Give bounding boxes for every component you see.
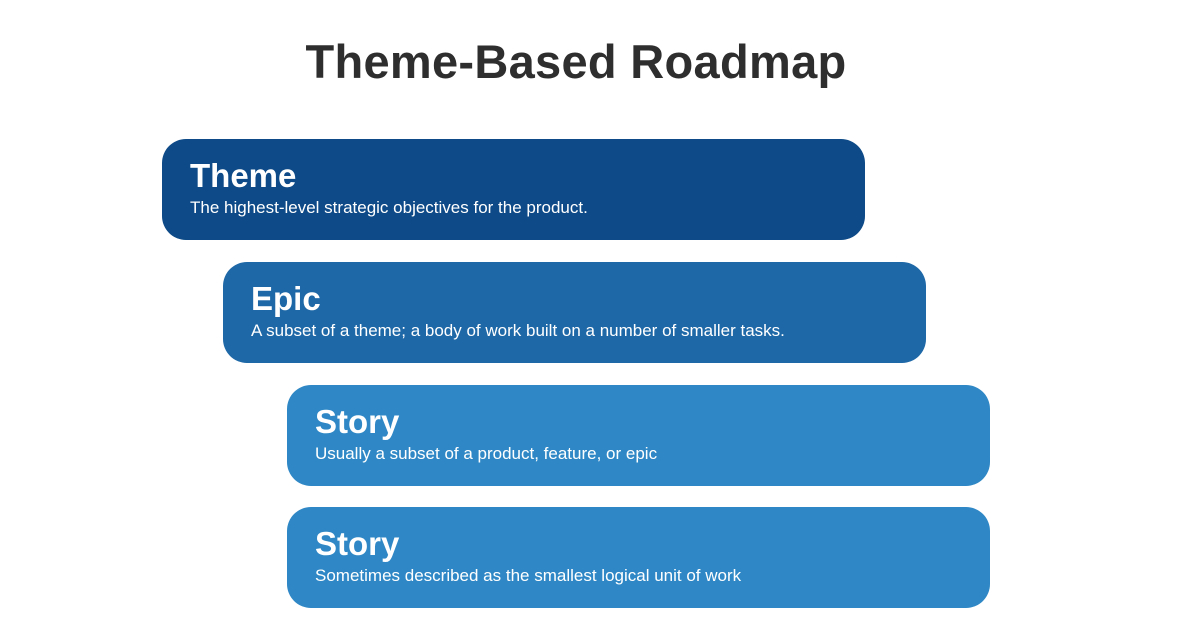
level-name: Story: [315, 525, 400, 562]
level-name: Epic: [251, 280, 321, 317]
story-box-2: Story Sometimes described as the smalles…: [287, 507, 990, 608]
level-description: A subset of a theme; a body of work buil…: [251, 321, 785, 340]
level-description: Sometimes described as the smallest logi…: [315, 566, 742, 585]
theme-box: Theme The highest-level strategic object…: [162, 139, 865, 240]
level-description: The highest-level strategic objectives f…: [190, 198, 588, 217]
epic-box: Epic A subset of a theme; a body of work…: [223, 262, 926, 363]
level-description: Usually a subset of a product, feature, …: [315, 444, 658, 463]
story-box: Story Usually a subset of a product, fea…: [287, 385, 990, 486]
level-name: Theme: [190, 157, 297, 194]
page-title: Theme-Based Roadmap: [305, 35, 847, 88]
level-name: Story: [315, 403, 400, 440]
